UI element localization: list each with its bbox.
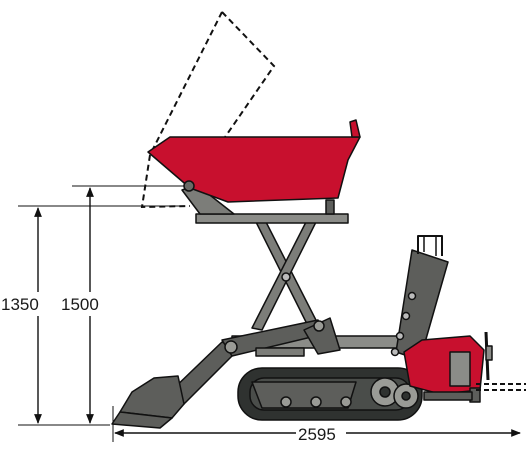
crawler-track: [237, 367, 423, 421]
folding-platform-outline: [476, 383, 526, 391]
loader-bucket: [111, 375, 185, 429]
mast: [390, 235, 449, 361]
dimension-1350: 1350: [0, 207, 56, 424]
engine: [403, 335, 485, 403]
dimension-1350-label: 1350: [1, 295, 39, 314]
lift-platform: [181, 184, 349, 224]
hopper: [147, 119, 361, 203]
dimension-1500: 1500: [60, 187, 112, 424]
dimension-1500-label: 1500: [61, 295, 99, 314]
dumper-machine: [111, 119, 493, 429]
loader-arm: [167, 317, 341, 405]
dimension-2595: 2595: [112, 406, 521, 444]
operator-platform: [423, 331, 493, 401]
dimension-guides: [18, 185, 190, 426]
scissor-lift: [251, 221, 321, 331]
dimension-2595-label: 2595: [298, 425, 336, 444]
